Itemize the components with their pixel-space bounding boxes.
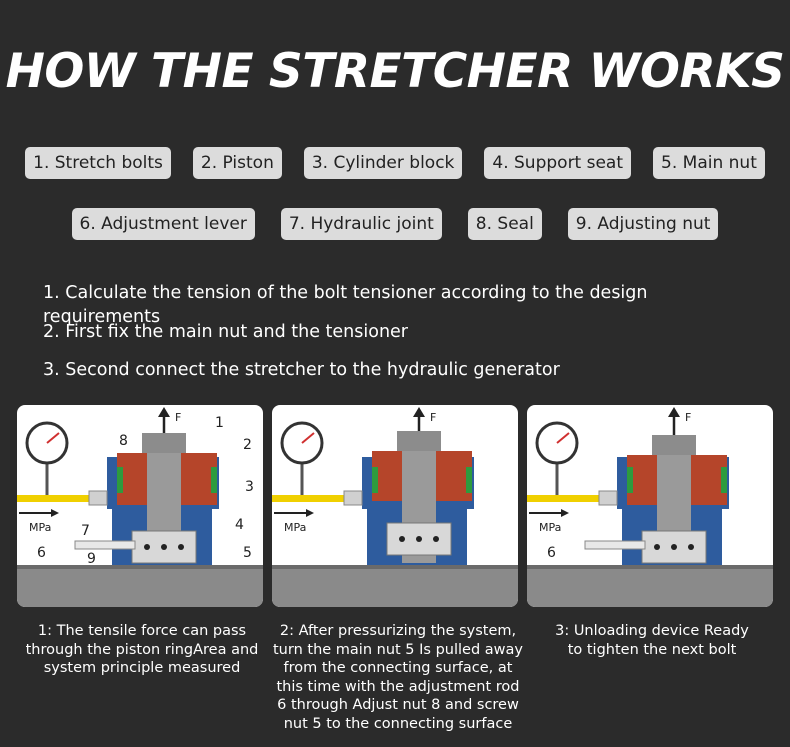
hydraulic-line xyxy=(17,495,107,502)
caption-line: 2: After pressurizing the system, xyxy=(279,623,517,639)
part-tag-stretch-bolts: 1. Stretch bolts xyxy=(25,147,171,179)
callout-5: 5 xyxy=(243,545,252,561)
callout-3: 3 xyxy=(245,479,254,495)
callout-6: 6 xyxy=(547,545,556,561)
pressure-label: MPa xyxy=(29,521,51,534)
adjustment-lever xyxy=(584,540,646,550)
steps-list: 1. Calculate the tension of the bolt ten… xyxy=(43,281,763,397)
pressure-gauge-icon xyxy=(535,421,579,495)
caption-line: to tighten the next bolt xyxy=(567,641,737,658)
diagram-panel-1: F MPa 1 2 3 4 5 6 7 8 9 xyxy=(17,405,263,607)
force-arrow-icon xyxy=(668,407,680,435)
step-item: 1. Calculate the tension of the bolt ten… xyxy=(43,283,648,327)
caption-line: turn the main nut 5 Is pulled away xyxy=(273,641,523,658)
callout-9: 9 xyxy=(87,551,96,567)
force-arrow-icon xyxy=(158,407,170,433)
callout-4: 4 xyxy=(235,517,244,533)
caption-line: through the piston ringArea and xyxy=(25,641,259,658)
step-item: 2. First fix the main nut and the tensio… xyxy=(43,321,408,342)
caption-1: 1: The tensile force can pass through th… xyxy=(17,622,267,678)
caption-line: 6 through Adjust nut 8 and screw xyxy=(277,697,519,713)
callout-6: 6 xyxy=(37,545,46,561)
caption-3: 3: Unloading device Ready to tighten the… xyxy=(532,622,772,659)
base-plate xyxy=(17,565,263,607)
step-item: 3. Second connect the stretcher to the h… xyxy=(43,360,560,380)
tensioner-diagram-2: F MPa xyxy=(272,407,518,607)
force-label: F xyxy=(685,411,691,424)
part-tag-piston: 2. Piston xyxy=(192,147,282,179)
parts-legend-row-1: 1. Stretch bolts 2. Piston 3. Cylinder b… xyxy=(0,147,790,179)
pressure-gauge-icon xyxy=(280,421,324,495)
diagram-panel-2: F MPa xyxy=(272,405,518,607)
pressure-label: MPa xyxy=(284,521,306,534)
adjustment-lever xyxy=(74,540,136,550)
parts-legend-row-2: 6. Adjustment lever 7. Hydraulic joint 8… xyxy=(0,208,790,240)
hydraulic-joint xyxy=(598,490,618,506)
tensioner-diagram-3: F MPa 6 xyxy=(527,407,773,607)
seal xyxy=(117,467,123,493)
force-label: F xyxy=(175,411,181,424)
part-tag-cylinder-block: 3. Cylinder block xyxy=(303,147,463,179)
caption-2: 2: After pressurizing the system, turn t… xyxy=(267,622,529,733)
page-title: HOW THE STRETCHER WORKS xyxy=(5,44,785,99)
caption-line: nut 5 to the connecting surface xyxy=(283,715,513,732)
callout-8: 8 xyxy=(119,433,128,449)
part-tag-main-nut: 5. Main nut xyxy=(653,147,765,179)
callout-1: 1 xyxy=(215,415,224,431)
part-tag-hydraulic-joint: 7. Hydraulic joint xyxy=(280,208,442,240)
caption-line: 1: The tensile force can pass xyxy=(37,623,247,639)
caption-line: from the connecting surface, at xyxy=(283,660,513,676)
hydraulic-joint xyxy=(343,490,363,506)
callout-2: 2 xyxy=(243,437,252,453)
caption-line: this time with the adjustment rod xyxy=(276,678,520,695)
hydraulic-joint xyxy=(88,490,108,506)
seal xyxy=(211,467,217,493)
part-tag-seal: 8. Seal xyxy=(467,208,542,240)
part-tag-adjustment-lever: 6. Adjustment lever xyxy=(71,208,255,240)
tensioner-diagram-1: F MPa 1 2 3 4 5 6 7 8 9 xyxy=(17,407,263,607)
part-tag-support-seat: 4. Support seat xyxy=(484,147,632,179)
pressure-gauge-icon xyxy=(25,421,69,495)
pressure-label: MPa xyxy=(539,521,561,534)
callout-7: 7 xyxy=(81,523,90,539)
force-arrow-icon xyxy=(413,407,425,431)
force-label: F xyxy=(430,411,436,424)
diagram-panel-3: F MPa 6 xyxy=(527,405,773,607)
part-tag-adjusting-nut: 9. Adjusting nut xyxy=(567,208,719,240)
caption-line: system principle measured xyxy=(43,660,241,676)
caption-line: 3: Unloading device Ready xyxy=(555,623,749,639)
